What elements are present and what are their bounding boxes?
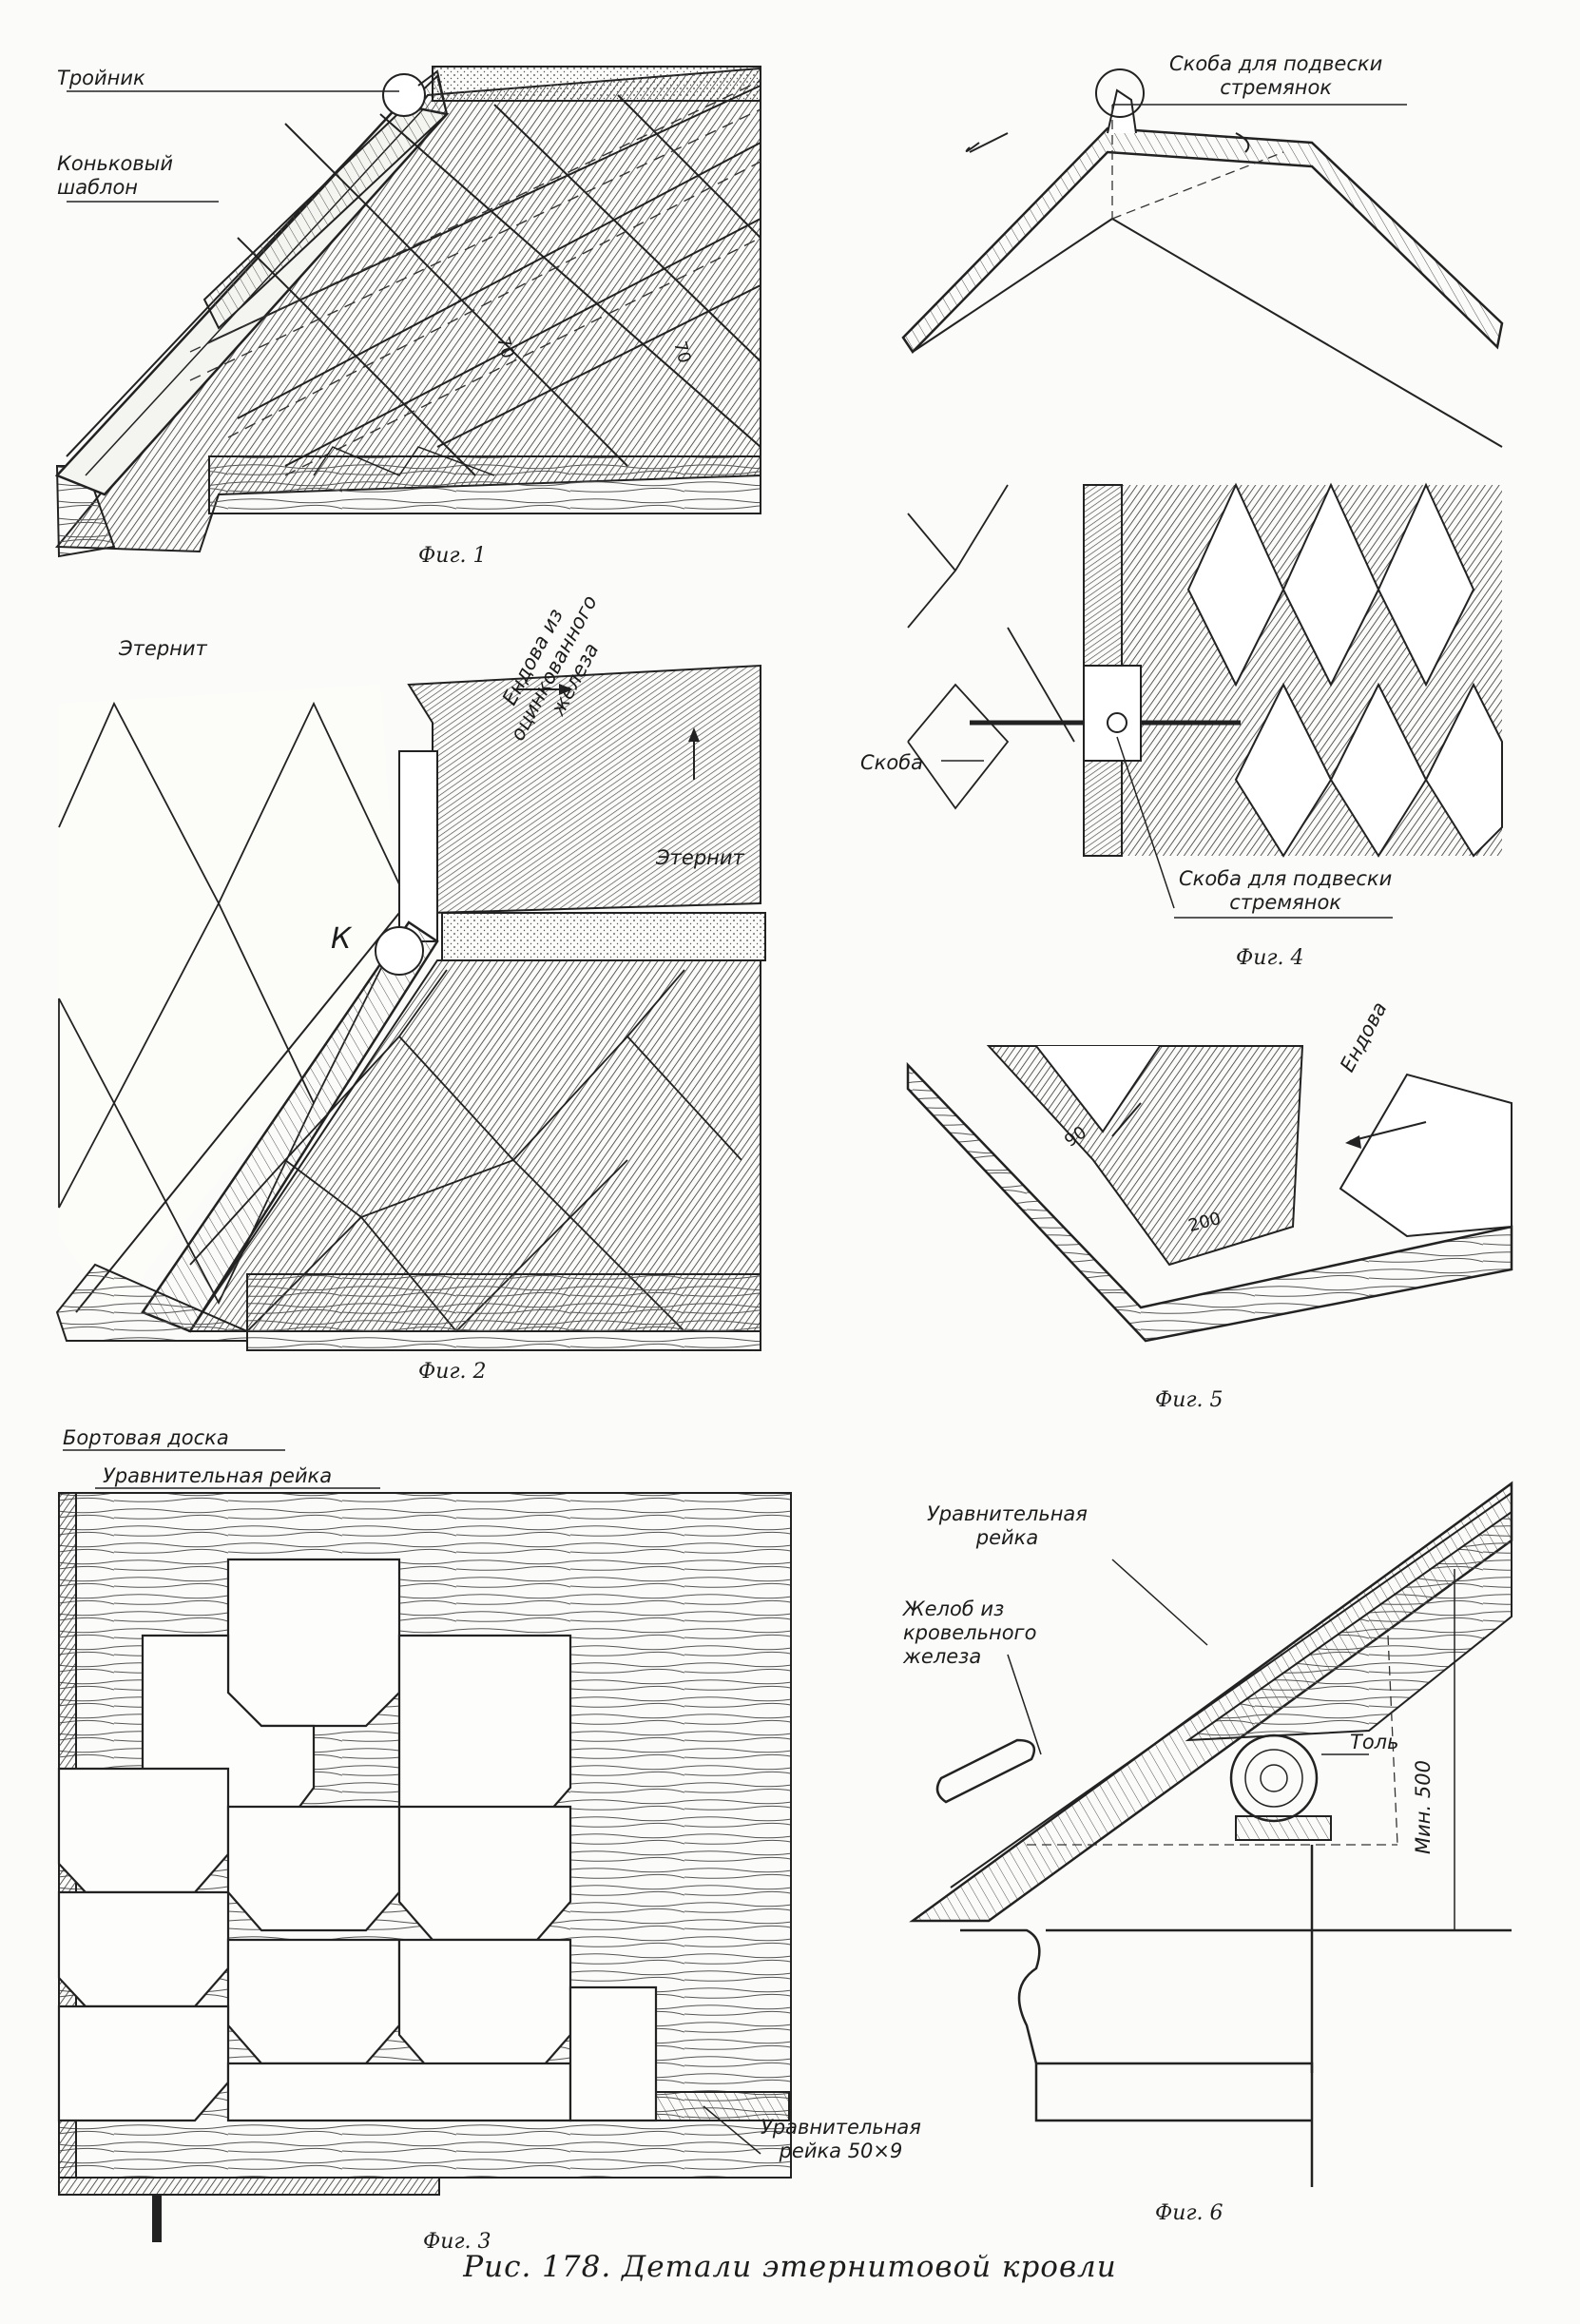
fig3-label-uravn-top: Уравнительная рейка xyxy=(103,1464,333,1487)
figure-caption: Рис. 178. Детали этернитовой кровли xyxy=(463,2250,1117,2284)
fig2-label-k: К xyxy=(331,922,352,956)
fig3-uravn-bottom-leader xyxy=(703,2105,761,2155)
fig1-label-konkovy-shablon: Коньковый шаблон xyxy=(57,152,174,199)
fig1-caption: Фиг. 1 xyxy=(418,544,487,568)
fig2-drawing xyxy=(55,664,766,1351)
fig6-uravn-leader xyxy=(1111,1559,1208,1646)
fig4-label-skoba: Скоба xyxy=(860,751,924,774)
fig3-label-bortovaya-doska: Бортовая доска xyxy=(63,1426,229,1449)
fig2-label-eternit-right: Этернит xyxy=(656,846,744,869)
fig6-zhelob-leader xyxy=(1007,1654,1042,1755)
fig6-label-tol: Толь xyxy=(1350,1731,1399,1753)
fig5-caption: Фиг. 5 xyxy=(1155,1388,1224,1412)
fig4-label-skoba-podveski: Скоба для подвески стремянок xyxy=(1179,867,1393,914)
fig4-drawing xyxy=(907,482,1503,858)
ridge-label-skoba-podveski: Скоба для подвески стремянок xyxy=(1169,52,1383,99)
fig1-drawing xyxy=(54,66,761,558)
fig3-caption: Фиг. 3 xyxy=(423,2230,491,2254)
fig2-label-eternit-left: Этернит xyxy=(119,637,207,660)
fig4-caption: Фиг. 4 xyxy=(1236,946,1304,970)
fig3-label-uravn-bottom: Уравнительная рейка 50×9 xyxy=(761,2116,921,2162)
fig6-label-min-500: Мин. 500 xyxy=(1412,1760,1435,1854)
fig2-caption: Фиг. 2 xyxy=(418,1360,487,1384)
fig5-drawing xyxy=(906,1045,1513,1343)
ridge-drawing xyxy=(901,68,1504,448)
fig6-caption: Фиг. 6 xyxy=(1155,2201,1224,2225)
fig1-label-troynik: Тройник xyxy=(57,67,145,89)
fig3-drawing xyxy=(57,1492,792,2242)
fig6-label-uravn: Уравнительная рейка xyxy=(927,1502,1088,1549)
fig6-label-zhelob: Желоб из кровельного железа xyxy=(903,1598,1037,1668)
fig4-skoba-podveski-leader xyxy=(1116,736,1175,909)
fig6-drawing xyxy=(909,1481,1513,2187)
